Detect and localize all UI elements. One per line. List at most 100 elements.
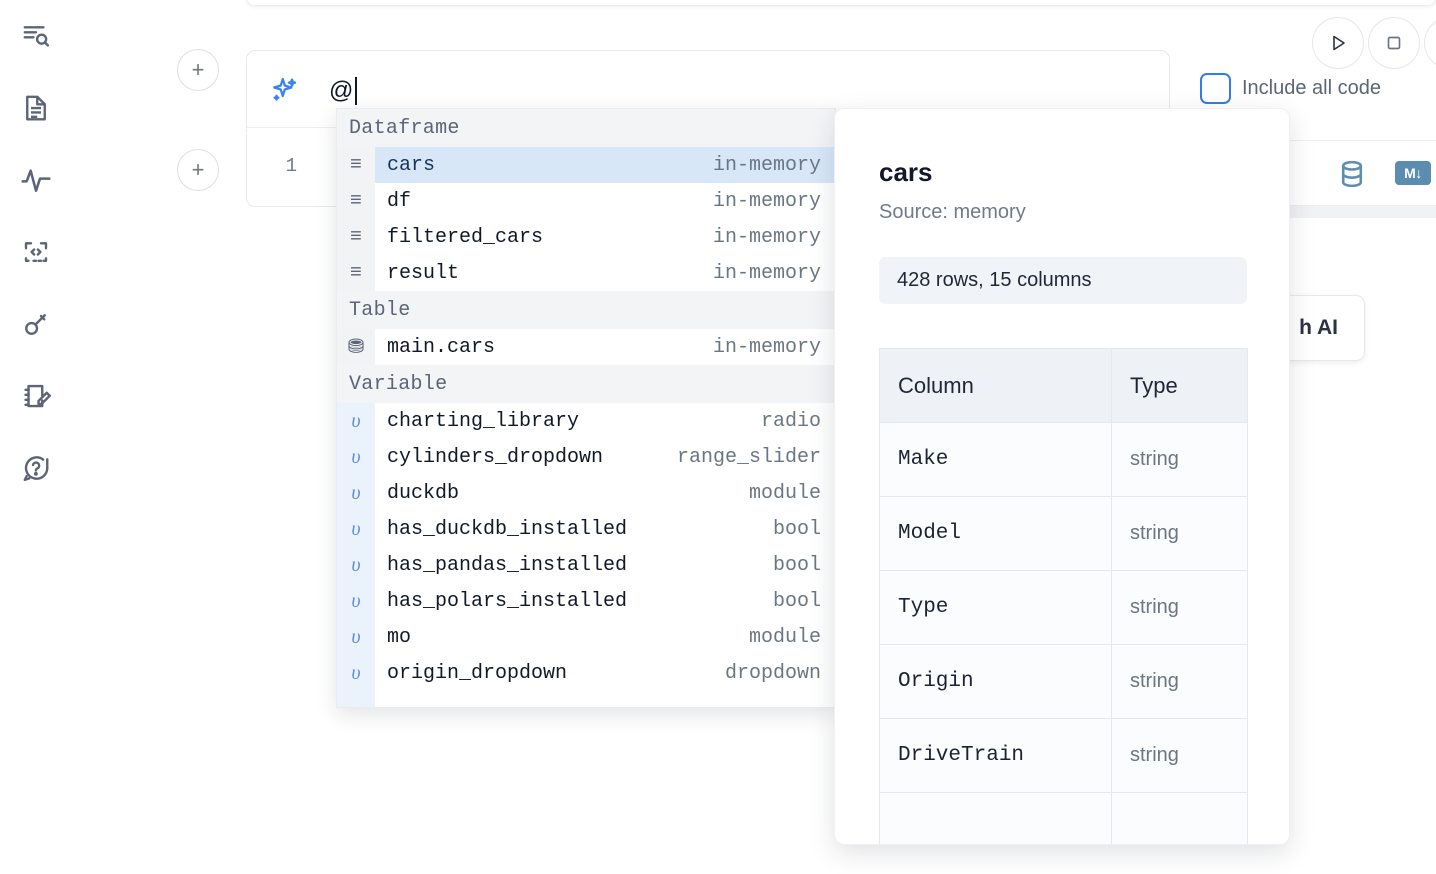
text-cursor [354,77,357,105]
activity-pulse-icon[interactable] [14,158,58,202]
ai-prompt-value: @ [329,77,354,104]
variable-icon: υ [337,403,375,439]
autocomplete-item-name: cylinders_dropdown [387,445,604,469]
run-controls [1171,0,1436,210]
autocomplete-item-name: has_polars_installed [387,589,628,613]
column-name-cell: Origin [879,644,1112,719]
autocomplete-item-name: has_duckdb_installed [387,517,628,541]
autocomplete-item[interactable]: υ has_duckdb_installed bool [337,511,835,547]
key-icon[interactable] [14,302,58,346]
detail-stats: 428 rows, 15 columns [879,257,1247,304]
include-all-code-row[interactable]: Include all code [1200,73,1381,104]
autocomplete-item-kind: radio [760,409,821,433]
include-all-code-checkbox[interactable] [1200,73,1231,104]
table-header-cell: Column [879,348,1112,423]
autocomplete-item-name: filtered_cars [387,225,544,249]
autocomplete-item-body: filtered_cars in-memory [375,219,835,255]
variable-icon: υ [337,655,375,691]
left-icon-rail [0,0,72,874]
variable-icon [337,691,375,707]
add-cell-button-bottom[interactable]: + [177,149,219,191]
autocomplete-item-kind: dropdown [724,661,821,685]
outline-search-icon[interactable] [14,14,58,58]
autocomplete-item[interactable]: ≡ filtered_cars in-memory [337,219,835,255]
autocomplete-item[interactable] [337,691,835,707]
dataframe-detail-panel: cars Source: memory 428 rows, 15 columns… [834,108,1290,845]
autocomplete-item-name: duckdb [387,481,460,505]
autocomplete-item-body: has_duckdb_installed bool [375,511,835,547]
autocomplete-item-kind: in-memory [712,261,821,285]
ai-prompt-input[interactable]: @ [329,69,1129,113]
autocomplete-item-name: main.cars [387,335,496,359]
table-row [879,792,1248,844]
generate-with-ai-label: h AI [1299,316,1338,339]
code-snippet-icon[interactable] [14,230,58,274]
help-chat-icon[interactable] [14,446,58,490]
dataframe-icon: ≡ [337,219,375,255]
database-icon[interactable] [1335,157,1369,196]
stop-button[interactable] [1368,17,1420,69]
autocomplete-item[interactable]: ⛃ main.cars in-memory [337,329,835,365]
column-type-cell: string [1111,422,1248,497]
column-type-cell: string [1111,570,1248,645]
autocomplete-item-kind: bool [772,517,821,541]
autocomplete-item-name: has_pandas_installed [387,553,628,577]
column-name-cell [879,792,1112,844]
autocomplete-item-name: result [387,261,460,285]
plus-icon: + [191,157,205,182]
variable-icon: υ [337,511,375,547]
autocomplete-group-header: Variable [337,365,835,403]
more-actions-button[interactable] [1424,17,1436,69]
autocomplete-item-kind: in-memory [712,335,821,359]
markdown-badge[interactable]: M↓ [1395,161,1431,185]
autocomplete-item-kind: in-memory [712,225,821,249]
column-name-cell: Model [879,496,1112,571]
autocomplete-item-name: mo [387,625,412,649]
variable-icon: υ [337,475,375,511]
document-icon[interactable] [14,86,58,130]
run-button[interactable] [1312,17,1364,69]
autocomplete-item-kind: range_slider [676,445,821,469]
autocomplete-item-kind: in-memory [712,153,821,177]
autocomplete-item-body: cylinders_dropdown range_slider [375,439,835,475]
dataframe-icon: ≡ [337,147,375,183]
variable-icon: υ [337,619,375,655]
column-type-cell [1111,792,1248,844]
variable-icon: υ [337,583,375,619]
column-name-cell: DriveTrain [879,718,1112,793]
table-database-icon: ⛃ [337,329,375,365]
include-all-code-label: Include all code [1242,77,1381,99]
column-type-cell: string [1111,644,1248,719]
add-cell-button-top[interactable]: + [177,49,219,91]
scratchpad-edit-icon[interactable] [14,374,58,418]
autocomplete-item-body: df in-memory [375,183,835,219]
column-name-cell: Make [879,422,1112,497]
autocomplete-item-body [375,691,835,707]
autocomplete-item-kind: in-memory [712,189,821,213]
autocomplete-item-body: result in-memory [375,255,835,291]
autocomplete-item-body: main.cars in-memory [375,329,835,365]
column-type-cell: string [1111,496,1248,571]
plus-icon: + [191,57,205,82]
autocomplete-item-name: df [387,189,412,213]
